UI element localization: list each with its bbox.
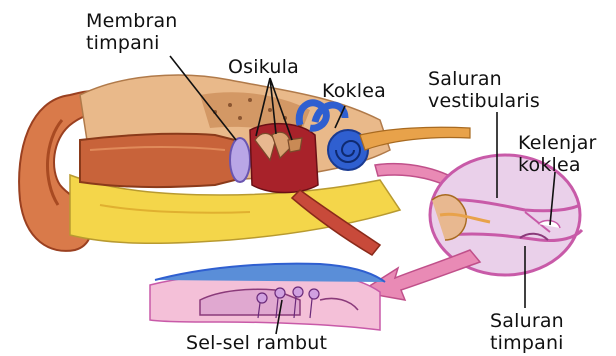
ear-canal bbox=[80, 134, 235, 187]
label-saluran-timpani: Saluran timpani bbox=[490, 310, 564, 354]
label-saluran-vestibularis-line1: Saluran bbox=[428, 68, 540, 90]
label-kelenjar-koklea-line2: koklea bbox=[518, 154, 597, 176]
label-saluran-timpani-line1: Saluran bbox=[490, 310, 564, 332]
label-saluran-vestibularis: Saluran vestibularis bbox=[428, 68, 540, 112]
label-kelenjar-koklea: Kelenjar koklea bbox=[518, 132, 597, 176]
label-membran-timpani: Membran timpani bbox=[86, 10, 178, 54]
label-kelenjar-koklea-line1: Kelenjar bbox=[518, 132, 597, 154]
tympanic-membrane-shape bbox=[230, 138, 250, 182]
label-saluran-timpani-line2: timpani bbox=[490, 332, 564, 354]
label-osikula: Osikula bbox=[228, 56, 299, 78]
label-saluran-vestibularis-line2: vestibularis bbox=[428, 90, 540, 112]
label-koklea: Koklea bbox=[322, 80, 386, 102]
organ-of-corti-detail bbox=[150, 264, 385, 330]
label-sel-sel-rambut: Sel-sel rambut bbox=[186, 332, 327, 354]
label-membran-timpani-line1: Membran bbox=[86, 10, 178, 32]
label-membran-timpani-line2: timpani bbox=[86, 32, 178, 54]
